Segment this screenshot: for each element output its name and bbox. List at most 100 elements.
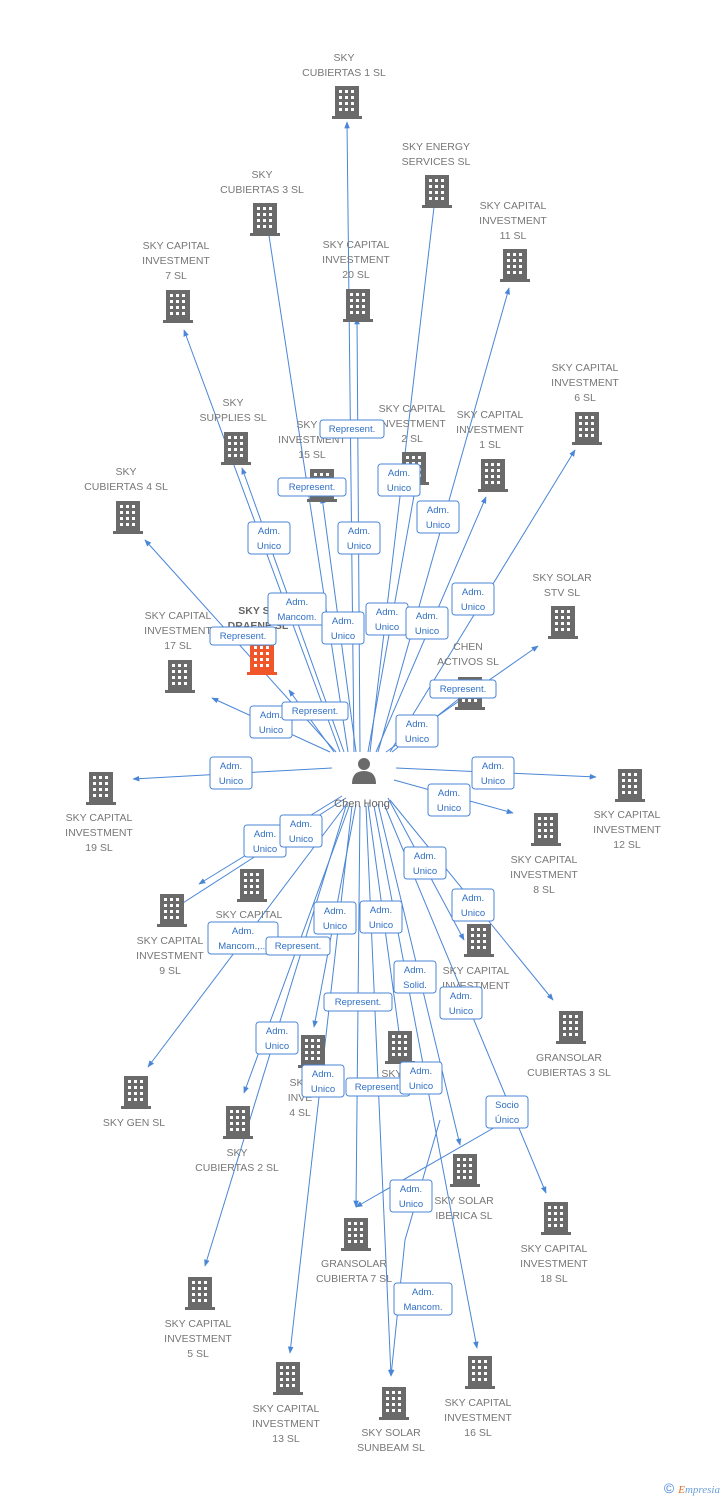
edge-label-text: Adm. (406, 719, 428, 730)
edge-label-15[interactable]: Adm.Unico (395, 714, 439, 748)
edge-label-2[interactable]: Represent. (277, 477, 347, 497)
edge-label-26[interactable]: Adm.Unico (359, 900, 403, 934)
edge-label-14[interactable]: Represent. (281, 701, 349, 721)
edge-label-6[interactable]: Adm. Unico (451, 582, 495, 616)
edge-label-text: Mancom. (403, 1302, 442, 1313)
edge-label-22[interactable]: Adm.Unico (451, 888, 495, 922)
company-name-line: SKY CAPITAL (143, 240, 210, 252)
edge-label-30[interactable]: Adm.Unico (255, 1021, 299, 1055)
edge-label-31[interactable]: Adm.Unico (301, 1064, 345, 1098)
company-node-n24[interactable]: SKY GEN SL (103, 1076, 165, 1129)
edge-label-text: Unico (461, 602, 485, 613)
company-node-n20[interactable]: SKY CAPITAL (216, 869, 283, 921)
edge-label-18[interactable]: Adm.Unico (427, 783, 471, 817)
edge-label-29[interactable]: Represent. (323, 992, 393, 1012)
edge-label-20[interactable]: Adm.Unico (279, 814, 323, 848)
edge-label-text: Solid. (403, 980, 427, 991)
edge-label-9[interactable]: Adm.Unico (365, 602, 409, 636)
edge-label-8[interactable]: Adm.Unico (321, 611, 365, 645)
edge-label-33[interactable]: Adm.Unico (399, 1061, 443, 1095)
edge-label-35[interactable]: Adm.Unico (389, 1179, 433, 1213)
edge-label-5[interactable]: Adm.Unico (416, 500, 460, 534)
edge-label-text: Adm. (400, 1184, 422, 1195)
edge-label-text: Unico (323, 921, 347, 932)
building-icon (615, 769, 645, 802)
company-name-line: GRANSOLAR (536, 1052, 602, 1064)
edge-label-21[interactable]: Adm.Unico (403, 846, 447, 880)
company-name-line: 11 SL (500, 230, 527, 242)
edge-label-text: Adm. (260, 710, 282, 721)
company-name-line: 17 SL (164, 640, 192, 652)
center-person-node[interactable]: Chen Hong (334, 758, 390, 810)
building-icon (465, 1356, 495, 1389)
edge-label-text: Represent. (220, 631, 266, 642)
edge-label-text: Represent. (292, 706, 338, 717)
building-icon (478, 459, 508, 492)
edge-label-4[interactable]: Adm.Unico (377, 463, 421, 497)
edge-label-12[interactable]: Represent. (429, 679, 497, 699)
edge-label-0[interactable]: Represent. (319, 419, 385, 439)
edge-label-1[interactable]: Adm.Unico (247, 521, 291, 555)
company-name-line: 5 SL (187, 1348, 209, 1360)
person-icon (352, 758, 376, 784)
edge-label-text: Adm. (438, 788, 460, 799)
company-name-line: SKY CAPITAL (165, 1318, 232, 1330)
company-name-line: SKY CAPITAL (443, 965, 510, 977)
edge-label-24[interactable]: Represent. (265, 936, 331, 956)
edge-label-text: Adm. (290, 819, 312, 830)
building-icon (450, 1154, 480, 1187)
edge-label-text: Adm. (462, 893, 484, 904)
edge-label-10[interactable]: Adm.Unico (405, 606, 449, 640)
edge-label-3[interactable]: Adm.Unico (337, 521, 381, 555)
edge-label-text: Socio (495, 1100, 519, 1111)
footer-brand[interactable]: ©Empresia (664, 1480, 720, 1496)
edge-label-27[interactable]: Adm.Solid. (393, 960, 437, 994)
edge-label-text: Unico (257, 541, 281, 552)
edge-label-text: Adm. (462, 587, 484, 598)
edge-labels-layer: Represent.Adm.UnicoRepresent.Adm.UnicoAd… (207, 419, 529, 1316)
edge-label-text: Unico (449, 1006, 473, 1017)
company-name-line: INVESTMENT (520, 1258, 588, 1270)
edge-label-36[interactable]: Adm.Mancom. (393, 1282, 453, 1316)
person-name: Chen Hong (334, 798, 390, 810)
edge-label-text: Represent. (289, 482, 335, 493)
edge-label-7[interactable]: Adm.Mancom. (267, 592, 327, 626)
edge-label-17[interactable]: Adm.Unico (471, 756, 515, 790)
edge-label-text: Unico (375, 622, 399, 633)
building-icon (341, 1218, 371, 1251)
edge-label-25[interactable]: Adm.Unico (313, 901, 357, 935)
edge-label-11[interactable]: Represent. (209, 626, 277, 646)
company-name-line: CUBIERTAS 3 SL (220, 184, 304, 196)
edge-label-16[interactable]: Adm.Unico (209, 756, 253, 790)
edge-label-28[interactable]: Adm.Unico (439, 986, 483, 1020)
edge-label-23[interactable]: Adm.Mancom.,... (207, 921, 279, 955)
